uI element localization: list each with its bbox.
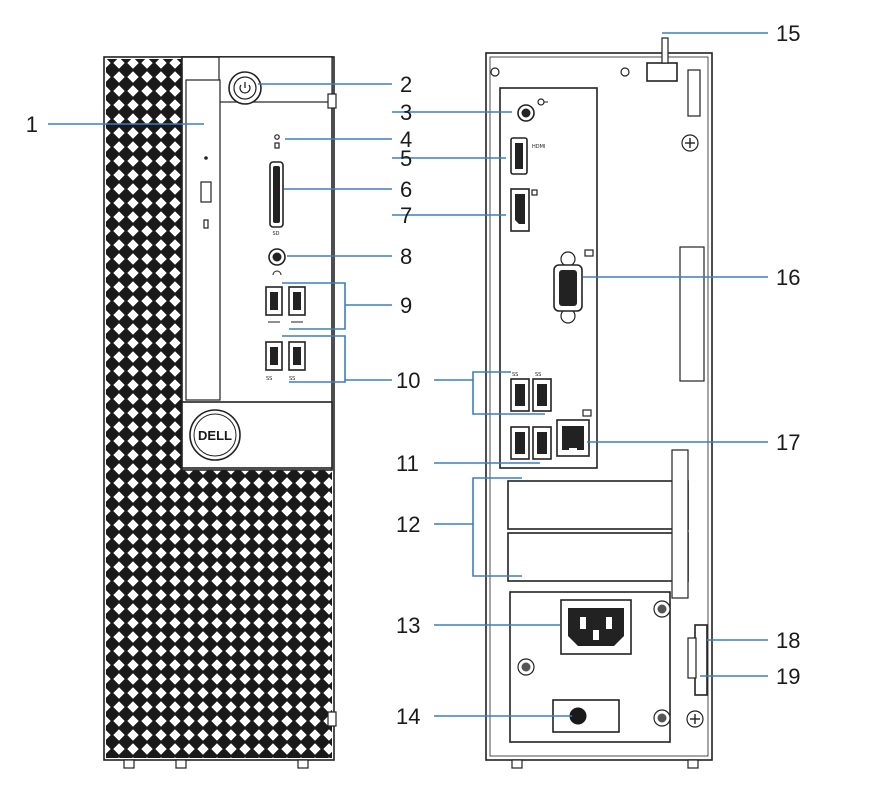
- sd-label: SD: [272, 231, 279, 237]
- padlock-hole[interactable]: [687, 637, 697, 679]
- front-usb2-ports[interactable]: [265, 286, 306, 323]
- callout-5: 5: [400, 146, 412, 171]
- power-icon: [239, 82, 251, 94]
- front-side-tab: [327, 93, 337, 109]
- callout-4: 4: [400, 127, 412, 152]
- back-foot: [687, 759, 699, 769]
- svg-text:SS: SS: [266, 376, 272, 382]
- cover-release-latch[interactable]: [694, 624, 708, 696]
- callout-16: 16: [776, 265, 800, 290]
- security-cable-slot[interactable]: [687, 69, 701, 117]
- svg-text:SS: SS: [289, 376, 295, 382]
- callout-6: 6: [400, 177, 412, 202]
- headset-jack[interactable]: [268, 248, 286, 276]
- callout-19: 19: [776, 664, 800, 689]
- drive-led: [204, 156, 208, 160]
- callout-10: 10: [396, 368, 420, 393]
- front-foot: [297, 759, 309, 769]
- callout-1: 1: [26, 112, 38, 137]
- audio-out-icon: [537, 98, 548, 106]
- callout-9: 9: [400, 293, 412, 318]
- callout-8: 8: [400, 244, 412, 269]
- expansion-card-slots: [507, 449, 689, 599]
- plus-screw: [686, 710, 704, 728]
- side-latch: [679, 246, 705, 382]
- hdd-activity-light: [274, 134, 280, 149]
- front-usb3-ports[interactable]: SS SS: [265, 341, 306, 382]
- power-button[interactable]: [228, 71, 262, 105]
- svg-text:SS: SS: [512, 372, 518, 378]
- plus-screw: [681, 134, 699, 152]
- hdmi-port[interactable]: HDMI: [510, 137, 545, 175]
- back-view: HDMI SS SS: [485, 37, 713, 769]
- network-port[interactable]: [556, 409, 592, 457]
- drive-eject-button[interactable]: [200, 181, 212, 203]
- callout-11: 11: [396, 451, 419, 476]
- svg-text:HDMI: HDMI: [532, 144, 545, 150]
- drive-emergency-eject[interactable]: [203, 219, 209, 229]
- sd-card-slot[interactable]: SD: [269, 161, 284, 237]
- dell-logo-text: DELL: [198, 428, 232, 443]
- callout-17: 17: [776, 430, 800, 455]
- callout-14: 14: [396, 704, 420, 729]
- screw: [620, 67, 630, 77]
- front-side-tab-bottom: [327, 711, 337, 727]
- hdd-activity-icon: [274, 142, 280, 149]
- displayport-port[interactable]: [510, 188, 538, 232]
- expansion-slot[interactable]: [507, 480, 689, 530]
- callout-18: 18: [776, 628, 800, 653]
- screw: [490, 67, 500, 77]
- callout-7: 7: [400, 203, 412, 228]
- expansion-slot[interactable]: [507, 532, 689, 582]
- callout-3: 3: [400, 100, 412, 125]
- usb-ss-icon: SS SS: [266, 376, 295, 382]
- vga-port[interactable]: [553, 249, 594, 324]
- front-grille-bottom: [106, 470, 332, 758]
- front-foot: [123, 759, 135, 769]
- padlock-ring[interactable]: [646, 62, 678, 82]
- callout-numbers: 1 2 3 4 5 6 7 8 9 10 11 12 13 14 15 16 1…: [26, 21, 801, 729]
- rear-usb3-ports[interactable]: SS SS: [510, 372, 552, 412]
- line-out-port[interactable]: [517, 98, 548, 122]
- vga-icon: [584, 249, 594, 257]
- callout-2: 2: [400, 72, 412, 97]
- callout-15: 15: [776, 21, 800, 46]
- front-view: DELL SD: [103, 56, 337, 769]
- displayport-icon: [531, 189, 538, 196]
- rear-usb2-ports[interactable]: [510, 426, 552, 460]
- network-icon: [582, 409, 592, 417]
- optical-drive-bay: [185, 79, 221, 401]
- svg-text:SS: SS: [535, 372, 541, 378]
- callout-12: 12: [396, 512, 420, 537]
- callout-13: 13: [396, 613, 420, 638]
- psu-screw: [517, 600, 671, 727]
- front-foot: [175, 759, 187, 769]
- headset-icon: [272, 270, 282, 276]
- back-foot: [511, 759, 523, 769]
- power-cable-port[interactable]: [560, 599, 632, 655]
- leader-lines: [48, 32, 768, 717]
